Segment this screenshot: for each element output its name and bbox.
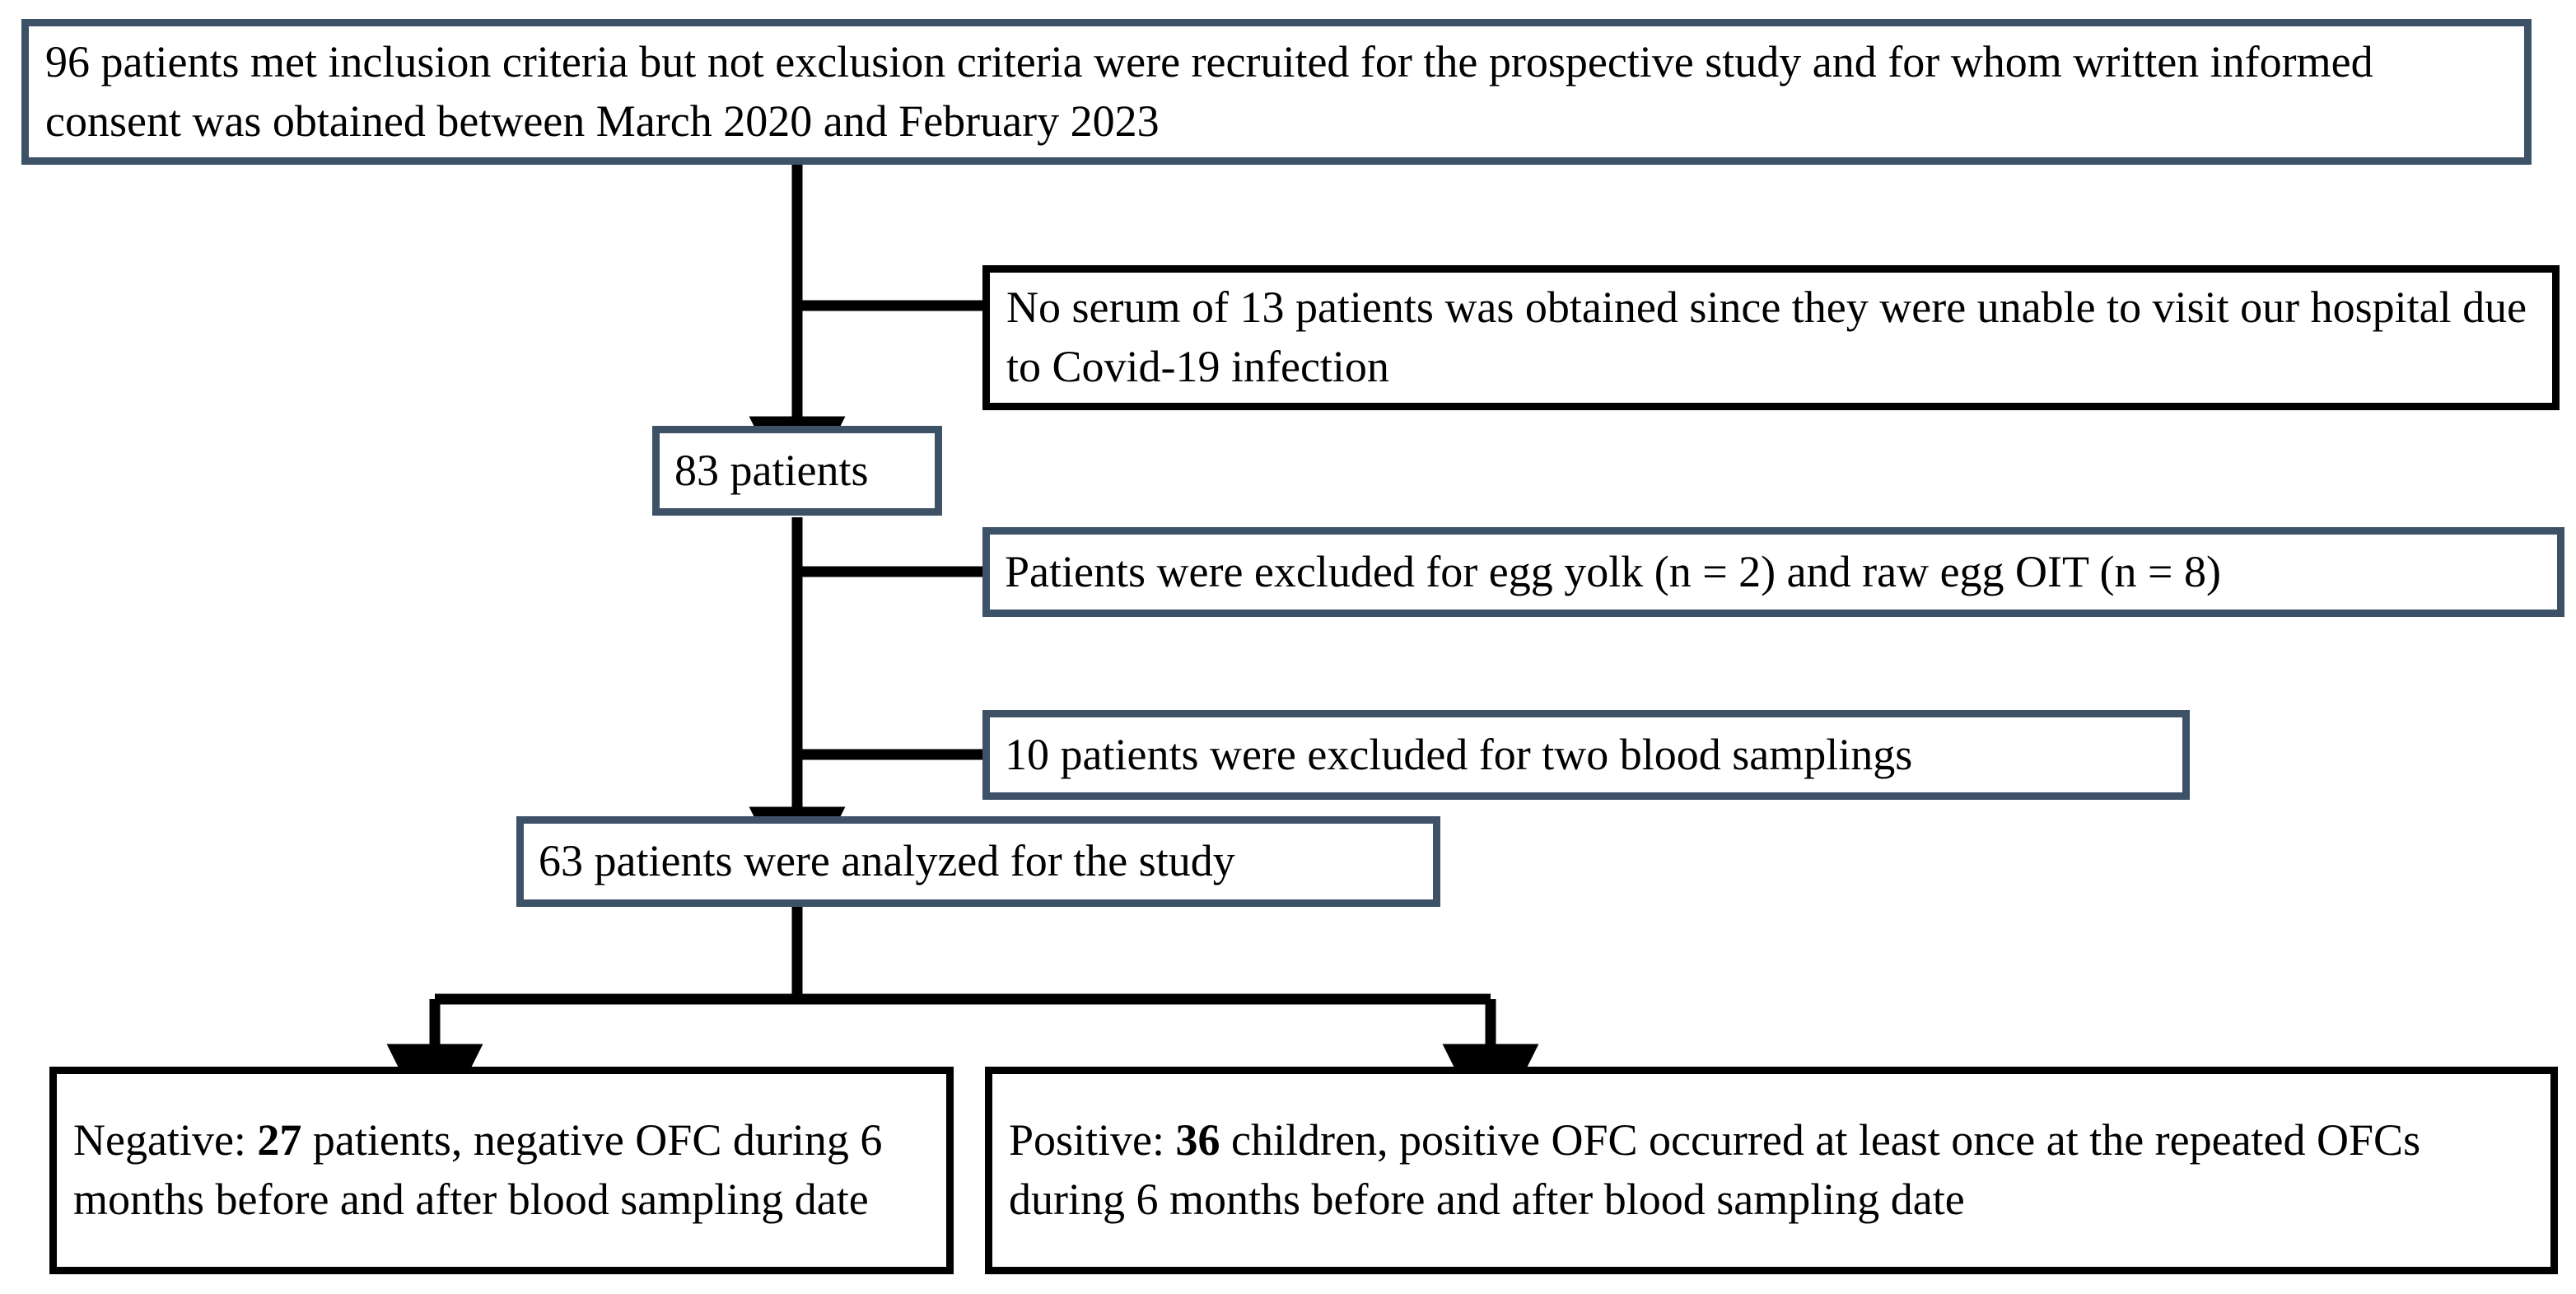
node-negative-outcome: Negative: 27 patients, negative OFC duri…: [49, 1067, 954, 1274]
node-negative-label: Negative: 27 patients, negative OFC duri…: [73, 1111, 933, 1230]
node-83-patients: 83 patients: [652, 426, 942, 516]
node-83-patients-label: 83 patients: [674, 445, 869, 495]
edge-split-outcomes: [386, 907, 1539, 1141]
positive-suffix: children, positive OFC occurred at least…: [1009, 1115, 2421, 1224]
node-63-patients-analyzed: 63 patients were analyzed for the study: [516, 816, 1440, 907]
node-enrolled-label: 96 patients met inclusion criteria but n…: [45, 36, 2373, 146]
negative-prefix: Negative:: [73, 1115, 258, 1166]
node-no-serum-label: No serum of 13 patients was obtained sin…: [1006, 283, 2527, 391]
node-positive-label: Positive: 36 children, positive OFC occu…: [1009, 1111, 2537, 1230]
node-two-blood-label: 10 patients were excluded for two blood …: [1005, 729, 1913, 779]
node-egg-yolk-label: Patients were excluded for egg yolk (n =…: [1005, 546, 2221, 596]
node-63-patients-label: 63 patients were analyzed for the study: [539, 836, 1235, 886]
positive-count: 36: [1175, 1115, 1220, 1166]
node-egg-yolk-excluded: Patients were excluded for egg yolk (n =…: [982, 527, 2564, 617]
positive-prefix: Positive:: [1009, 1115, 1176, 1166]
node-enrolled-patients: 96 patients met inclusion criteria but n…: [21, 19, 2532, 165]
node-no-serum-excluded: No serum of 13 patients was obtained sin…: [982, 265, 2560, 410]
node-positive-outcome: Positive: 36 children, positive OFC occu…: [985, 1067, 2558, 1274]
negative-count: 27: [257, 1115, 302, 1166]
node-two-blood-samplings-excluded: 10 patients were excluded for two blood …: [982, 710, 2190, 800]
